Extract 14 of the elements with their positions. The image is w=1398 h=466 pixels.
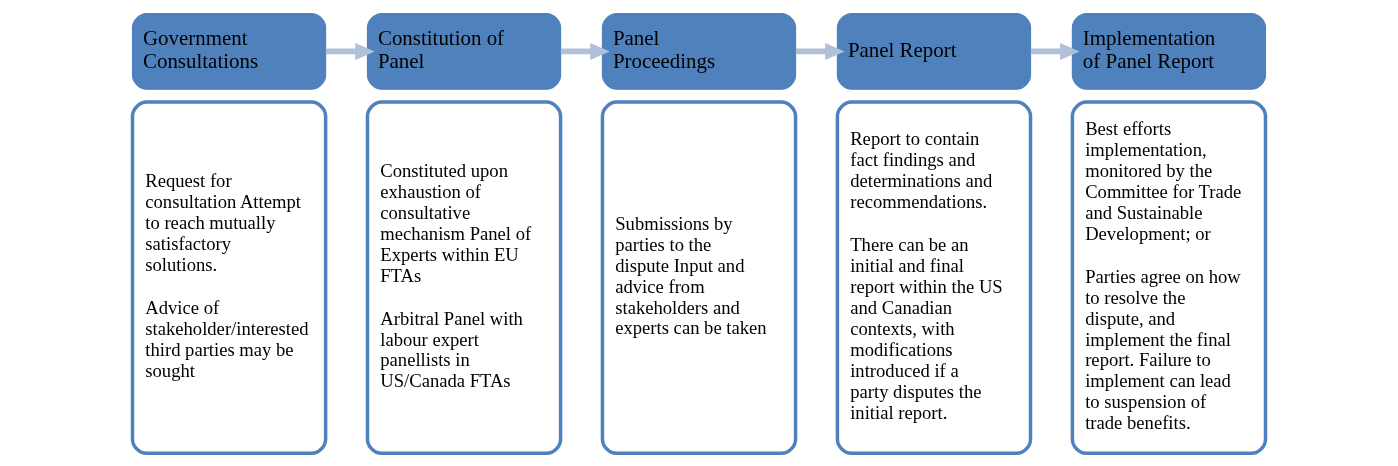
arrow bbox=[1030, 42, 1080, 60]
node-box: Submissions by parties to the dispute Input and advice from stakeholders and experts can be taken bbox=[600, 99, 798, 455]
arrow bbox=[795, 42, 845, 60]
node-box: Implementation of Panel Report bbox=[1071, 12, 1267, 90]
arrow bbox=[325, 42, 375, 60]
node-box: Panel Report bbox=[836, 12, 1032, 90]
node-box: Report to contain fact findings and determinations and recommendations. There can be an initial and final report within the US and Canadian contexts, with modifications introduced if a party disputes the initial report. bbox=[835, 99, 1033, 455]
node-box: Panel Proceedings bbox=[601, 12, 797, 90]
node-box: Best efforts implementation, monitored by the Committee for Trade and Sustainable Development; or Parties agree on how to resolve the dispute, and implement the final report. Failure to implement can lead to suspension of trade benefits. bbox=[1070, 99, 1268, 455]
node-box: Request for consultation Attempt to reach mutually satisfactory solutions. Advice of stakeholder/interested third parties may be sought bbox=[130, 99, 328, 455]
arrow bbox=[560, 42, 610, 60]
node-box: Government Consultations bbox=[131, 12, 327, 90]
node-box: Constitution of Panel bbox=[366, 12, 562, 90]
node-box: Constituted upon exhaustion of consultative mechanism Panel of Experts within EU FTAs Arbitral Panel with labour expert panellists in US/Canada FTAs bbox=[365, 99, 563, 455]
